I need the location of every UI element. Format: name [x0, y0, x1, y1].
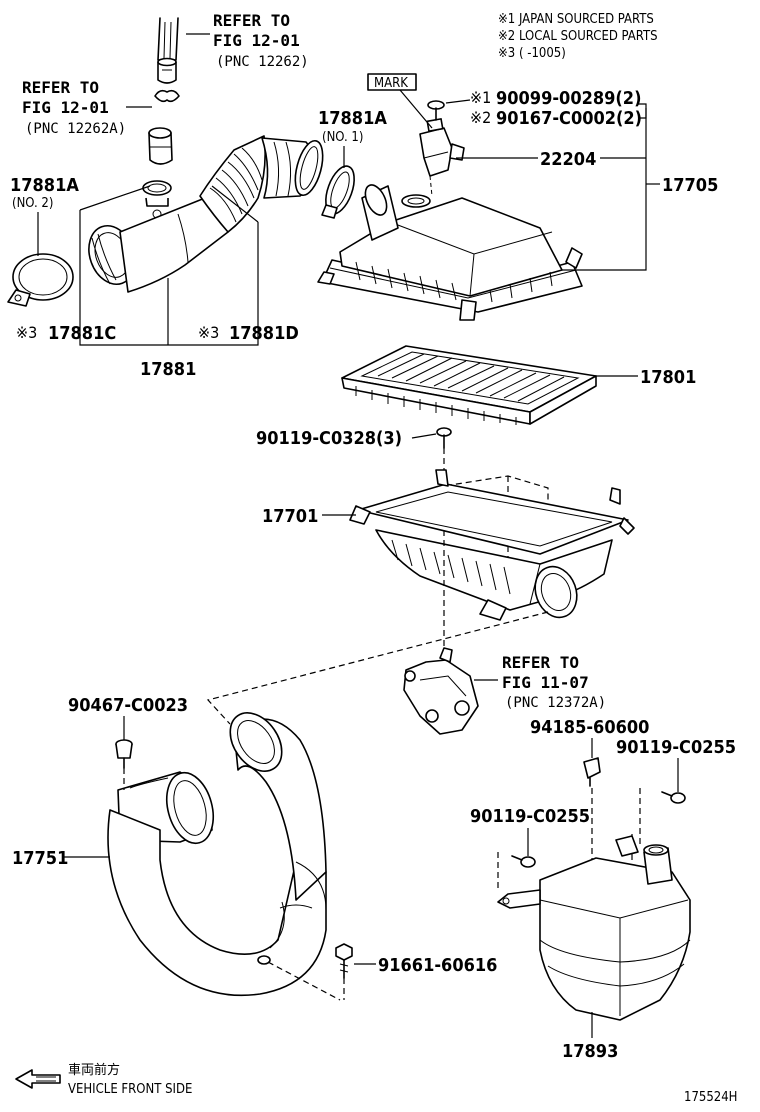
part-90167-c0002: 90167-C0002(2) [496, 108, 642, 129]
vehicle-front-jp: 車両前方 [68, 1062, 120, 1078]
hose-fitting [148, 127, 173, 165]
ref-fig-12-01-top-line2: FIG 12-01 [213, 31, 300, 50]
ref-fig-11-07-line2: FIG 11-07 [502, 673, 589, 692]
duct-clip [115, 739, 133, 769]
part-17705: 17705 [662, 175, 718, 196]
ref-fig-11-07-line3: (PNC 12372A) [505, 695, 606, 711]
part-94185-60600: 94185-60600 [530, 717, 649, 738]
part-90119-c0255-right: 90119-C0255 [616, 737, 736, 758]
air-resonator [497, 835, 691, 1021]
legend-serial-range: ※3 ( -1005) [498, 46, 566, 61]
air-cleaner-case [349, 469, 635, 621]
vehicle-front-en: VEHICLE FRONT SIDE [68, 1082, 192, 1097]
ref-fig-12-01-left-line2: FIG 12-01 [22, 98, 109, 117]
part-17881c: 17881C [48, 323, 116, 344]
air-inlet-duct [107, 712, 327, 997]
air-intake-hose [88, 135, 324, 293]
mark-label-box [367, 73, 417, 91]
resonator-screw-right [661, 791, 686, 804]
part-17893: 17893 [562, 1041, 618, 1062]
part-17881d: 17881D [229, 323, 299, 344]
part-90467-c0023: 90467-C0023 [68, 695, 188, 716]
ref-fig-11-07-line1: REFER TO [502, 653, 579, 672]
ref-fig-12-01-top-line1: REFER TO [213, 11, 290, 30]
ref-fig-12-01-left-line3: (PNC 12262A) [25, 121, 126, 137]
ref-fig-12-01-top-line3: (PNC 12262) [216, 54, 309, 70]
hose-clamp-no1 [321, 165, 355, 219]
part-17881: 17881 [140, 359, 196, 380]
diagram-code: 175524H [684, 1090, 737, 1105]
case-screw [436, 427, 452, 449]
part-17881a-no1-sub: (NO. 1) [322, 130, 363, 145]
resonator-screw-left [511, 855, 536, 868]
part-90099-mark: ※1 [470, 88, 491, 107]
air-filter-element [341, 345, 597, 425]
mark-label: MARK [374, 76, 408, 91]
part-17701: 17701 [262, 506, 318, 527]
resonator-clip [583, 757, 601, 787]
part-90119-c0328: 90119-C0328(3) [256, 428, 402, 449]
part-17881a-no1: 17881A [318, 108, 387, 129]
part-17881a-no2: 17881A [10, 175, 79, 196]
part-22204: 22204 [540, 149, 596, 170]
sensor-screw [427, 100, 445, 121]
air-cleaner-cap [317, 184, 583, 321]
part-17881a-no2-sub: (NO. 2) [12, 196, 53, 211]
ref-fig-12-01-left-line1: REFER TO [22, 78, 99, 97]
breather-hose-reference [154, 17, 180, 103]
legend-local-sourced: ※2 LOCAL SOURCED PARTS [498, 29, 658, 44]
legend-japan-sourced: ※1 JAPAN SOURCED PARTS [498, 12, 654, 27]
part-17801: 17801 [640, 367, 696, 388]
air-flow-meter [419, 118, 465, 197]
vehicle-front-arrow-icon [15, 1069, 61, 1089]
part-90119-c0255-left: 90119-C0255 [470, 806, 590, 827]
mounting-bracket [403, 647, 479, 735]
duct-bolt [335, 943, 353, 979]
part-91661-60616: 91661-60616 [378, 955, 497, 976]
part-17881c-mark: ※3 [16, 323, 37, 342]
part-17881d-mark: ※3 [198, 323, 219, 342]
part-90167-mark: ※2 [470, 108, 491, 127]
hose-clamp-no2 [7, 253, 74, 307]
part-17751: 17751 [12, 848, 68, 869]
part-90099-00289: 90099-00289(2) [496, 88, 641, 109]
